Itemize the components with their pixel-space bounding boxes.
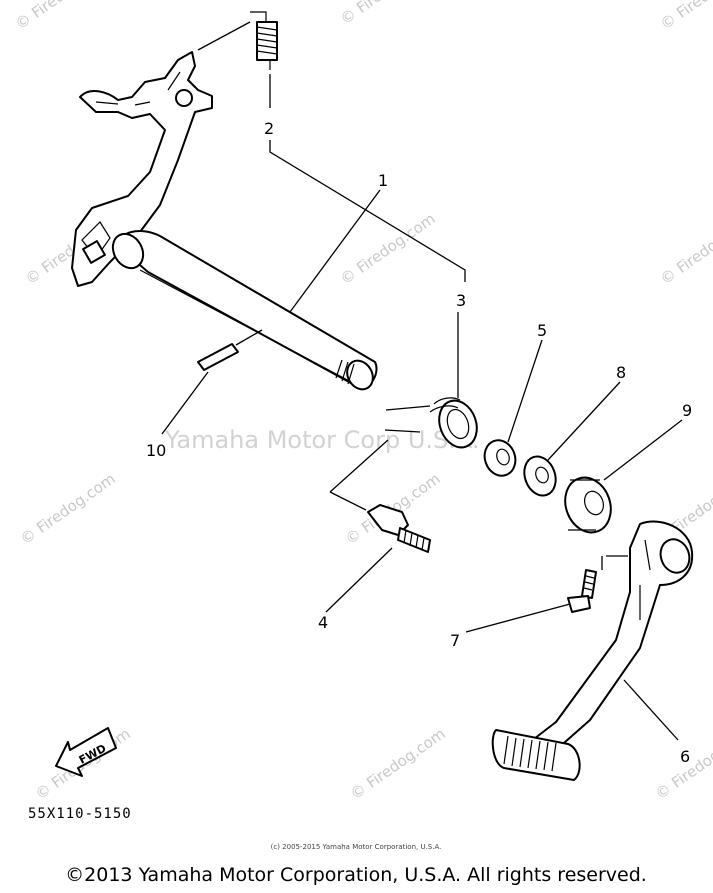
callout-6: 6	[680, 747, 690, 766]
stopper-bolt-4	[367, 504, 431, 553]
copyright-text: ©2013 Yamaha Motor Corporation, U.S.A. A…	[65, 864, 647, 886]
watermark: © Firedog.com	[337, 210, 439, 289]
washer-8	[523, 455, 557, 497]
callout-9: 9	[682, 401, 692, 420]
leader-lines	[161, 21, 683, 741]
watermark: © Firedog.com	[17, 470, 119, 549]
torsion-spring-3	[384, 397, 478, 449]
watermark: © Firedog.com	[12, 0, 114, 33]
callout-10: 10	[146, 441, 166, 460]
small-copyright: (c) 2005-2015 Yamaha Motor Corporation, …	[271, 843, 442, 851]
callout-3: 3	[456, 291, 466, 310]
callout-5: 5	[537, 321, 547, 340]
watermark: © Firedog.com	[657, 0, 713, 33]
callout-7: 7	[450, 631, 460, 650]
pinch-bolt-7	[567, 569, 597, 613]
watermark: © Firedog.com	[657, 210, 713, 289]
shift-pedal-6	[491, 520, 694, 781]
watermark: © Firedog.com	[337, 0, 439, 28]
callout-4: 4	[318, 613, 328, 632]
part-code: 55X110-5150	[28, 806, 132, 822]
oil-seal-9	[564, 476, 612, 534]
callout-1: 1	[378, 171, 388, 190]
dowel-pin-10	[197, 343, 239, 371]
ghost-watermark-text: Yamaha Motor Corp U.S.A.	[164, 426, 480, 454]
shift-fork	[71, 51, 213, 287]
callout-2: 2	[264, 119, 274, 138]
callout-8: 8	[616, 363, 626, 382]
fwd-arrow-icon: FWD	[55, 727, 117, 777]
callouts: 1 2 3 4 5 6 7 8 9 10	[146, 119, 692, 766]
spring-2	[250, 11, 278, 70]
watermark: © Firedog.com	[347, 725, 449, 804]
collar-5	[483, 439, 517, 477]
shift-shaft	[111, 230, 378, 391]
